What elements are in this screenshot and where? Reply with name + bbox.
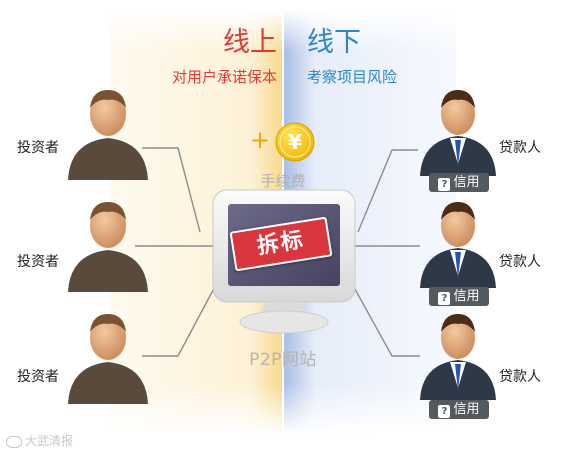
investor-3-icon (68, 314, 148, 404)
weibo-icon (6, 435, 22, 448)
watermark: 大武清报 (6, 432, 73, 449)
credit-label: 信用 (453, 402, 480, 417)
question-icon: ? (438, 178, 451, 191)
investor-2-icon (68, 202, 148, 292)
question-icon: ? (438, 292, 451, 305)
yuan-symbol: ¥ (288, 130, 302, 154)
question-icon: ? (438, 405, 451, 418)
online-title: 线上 (223, 27, 277, 58)
borrower-3-credit-tag: ?信用 (429, 400, 489, 419)
investor-1-icon (68, 90, 148, 180)
borrower-2-icon (420, 202, 496, 288)
p2p-site-label: P2P网站 (249, 350, 317, 370)
offline-subtitle: 考察项目风险 (307, 68, 398, 86)
plus-icon: + (250, 126, 271, 154)
investor-2-label: 投资者 (17, 254, 59, 270)
watermark-text: 大武清报 (25, 434, 74, 448)
borrower-1-credit-tag: ?信用 (429, 173, 489, 192)
borrower-3-label: 贷款人 (499, 369, 541, 385)
borrower-1-label: 贷款人 (499, 140, 541, 156)
borrower-1-icon (420, 90, 496, 176)
online-subtitle: 对用户承诺保本 (171, 68, 277, 86)
borrower-3-icon (420, 314, 496, 400)
investor-3-label: 投资者 (17, 369, 59, 385)
investor-1-label: 投资者 (17, 140, 59, 156)
borrower-2-credit-tag: ?信用 (429, 287, 489, 306)
yuan-coin-icon (275, 122, 315, 162)
fee-label: 手续费 (260, 172, 306, 190)
credit-label: 信用 (453, 289, 480, 304)
credit-label: 信用 (453, 175, 480, 190)
offline-title: 线下 (307, 27, 361, 58)
borrower-2-label: 贷款人 (499, 254, 541, 270)
